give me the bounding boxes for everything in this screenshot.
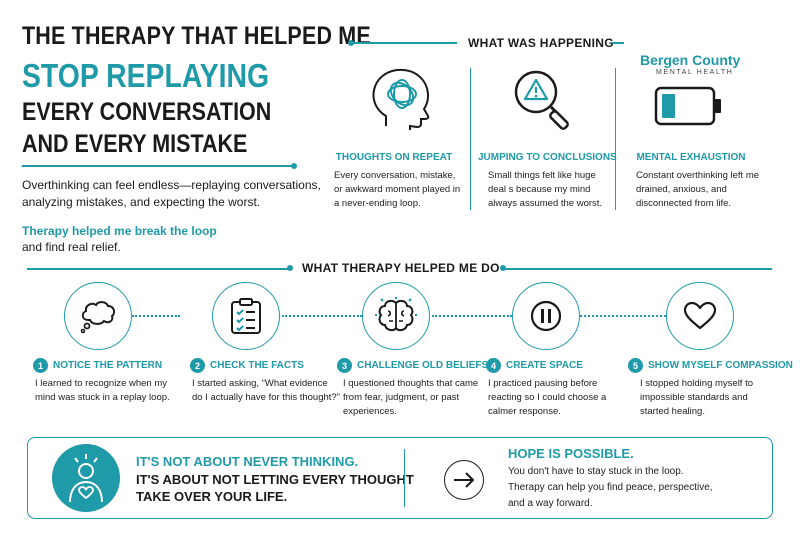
column-divider (470, 68, 471, 210)
thought-cloud-icon (80, 301, 116, 334)
happening-heading-2: JUMPING TO CONCLUSIONS (478, 152, 617, 163)
headline-divider (22, 163, 297, 168)
happening-text-3: Constant overthinking left me drained, a… (636, 170, 760, 209)
callout-left-heading: IT'S NOT ABOUT NEVER THINKING. (136, 454, 359, 469)
step-2-circle (212, 282, 280, 350)
headline-line-2: STOP REPLAYING (22, 57, 270, 94)
step-number: 1 (33, 358, 48, 373)
callout-right-line-1: You don't have to stay stuck in the loop… (508, 466, 684, 477)
section-title-happening: WHAT WAS HAPPENING (468, 36, 614, 50)
step-connector (580, 315, 666, 317)
step-number: 3 (337, 358, 352, 373)
happening-text-2: Small things felt like huge deal s becau… (488, 170, 603, 209)
head-thoughts-icon (368, 66, 432, 137)
callout-right-heading: HOPE IS POSSIBLE. (508, 446, 634, 461)
section-rule-left (27, 268, 289, 270)
column-divider (615, 68, 616, 210)
happening-text-1: Every conversation, mistake, or awkward … (334, 170, 461, 209)
section-title-therapy: WHAT THERAPY HELPED ME DO (302, 261, 500, 275)
step-5-circle (666, 282, 734, 350)
step-heading-1: NOTICE THE PATTERN (53, 360, 163, 371)
headline-line-3: EVERY CONVERSATION (22, 98, 272, 126)
step-number: 5 (628, 358, 643, 373)
step-connector (132, 315, 180, 317)
headline-line-1: THE THERAPY THAT HELPED ME (22, 22, 371, 50)
step-text-4: I practiced pausing before reacting so I… (488, 378, 607, 417)
section-rule-left (352, 42, 457, 44)
step-heading-5: SHOW MYSELF COMPASSION (648, 360, 793, 371)
happening-heading-3: MENTAL EXHAUSTION (636, 152, 746, 163)
intro-text: Overthinking can feel endless—replaying … (22, 178, 321, 209)
low-battery-icon (654, 86, 724, 131)
step-number: 2 (190, 358, 205, 373)
person-heart-icon (52, 444, 120, 512)
section-rule-right (504, 268, 772, 270)
intro-highlight: Therapy helped me break the loop (22, 224, 217, 238)
step-text-2: I started asking, “What evidence do I ac… (192, 378, 340, 403)
heart-icon (683, 301, 717, 330)
step-heading-4: CREATE SPACE (506, 360, 583, 371)
magnifier-warning-icon (508, 66, 580, 141)
callout-right-line-3: and a way forward. (508, 498, 593, 509)
divider-dot (500, 265, 506, 271)
clipboard-checklist-icon (231, 298, 261, 334)
step-1-circle (64, 282, 132, 350)
step-heading-2: CHECK THE FACTS (210, 360, 304, 371)
intro-tail: and find real relief. (22, 240, 121, 254)
arrow-right-icon (444, 460, 484, 500)
happening-heading-1: THOUGHTS ON REPEAT (335, 152, 453, 163)
step-text-3: I questioned thoughts that came from fea… (343, 378, 479, 417)
brand-tagline: MENTAL HEALTH (656, 69, 734, 76)
step-number: 4 (486, 358, 501, 373)
headline-line-4: AND EVERY MISTAKE (22, 130, 248, 158)
section-rule-right (612, 42, 624, 44)
callout-left-line-1: IT'S ABOUT NOT LETTING EVERY THOUGHT (136, 472, 414, 487)
brand-name: Bergen County (640, 52, 741, 68)
callout-right-line-2: Therapy can help you find peace, perspec… (508, 482, 713, 493)
step-connector (282, 315, 362, 317)
callout-left-line-2: TAKE OVER YOUR LIFE. (136, 489, 288, 504)
step-text-5: I stopped holding myself to impossible s… (640, 378, 754, 417)
step-text-1: I learned to recognize when my mind was … (35, 378, 170, 403)
pause-icon (530, 300, 562, 332)
step-connector (432, 315, 512, 317)
callout-divider (404, 449, 405, 507)
divider-dot (348, 40, 354, 46)
step-heading-3: CHALLENGE OLD BELIEFS (357, 360, 489, 371)
bottom-callout-box (27, 437, 773, 519)
step-4-circle (512, 282, 580, 350)
brain-icon (375, 297, 417, 332)
step-3-circle (362, 282, 430, 350)
divider-dot (287, 265, 293, 271)
